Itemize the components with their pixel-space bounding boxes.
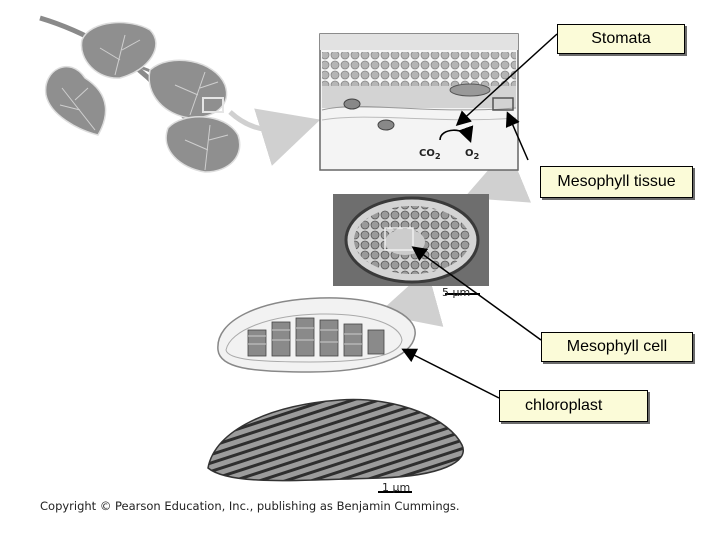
o2-subscript: 2 (473, 151, 480, 161)
pointer-chloroplast (401, 348, 500, 399)
gray-arrow-leaf-to-section (228, 108, 321, 166)
mesophyll-cell-micrograph (333, 194, 489, 295)
chloroplast-micrograph (207, 398, 464, 493)
scale-bar-cell-label: 5 µm (442, 286, 471, 299)
copyright-notice: Copyright © Pearson Education, Inc., pub… (40, 499, 460, 513)
label-mesophyll-tissue: Mesophyll tissue (540, 166, 693, 198)
chloroplast-illustration (217, 297, 416, 373)
co2-subscript: 2 (434, 151, 441, 161)
label-chloroplast: chloroplast (499, 390, 648, 422)
o2-annotation: O2 (465, 148, 479, 161)
pointer-mesophyll-cell (411, 246, 542, 341)
co2-text: CO (419, 148, 435, 159)
pointer-mesophyll-tissue (505, 111, 529, 161)
co2-annotation: CO2 (419, 148, 441, 161)
label-stomata: Stomata (557, 24, 685, 54)
label-mesophyll-cell: Mesophyll cell (541, 332, 693, 362)
o2-text: O (465, 148, 474, 159)
leaf-branch-illustration (39, 15, 241, 173)
scale-bar-chloroplast-label: 1 µm (382, 481, 411, 494)
leaf-cross-section (319, 33, 519, 171)
pointer-stomata (455, 33, 558, 127)
